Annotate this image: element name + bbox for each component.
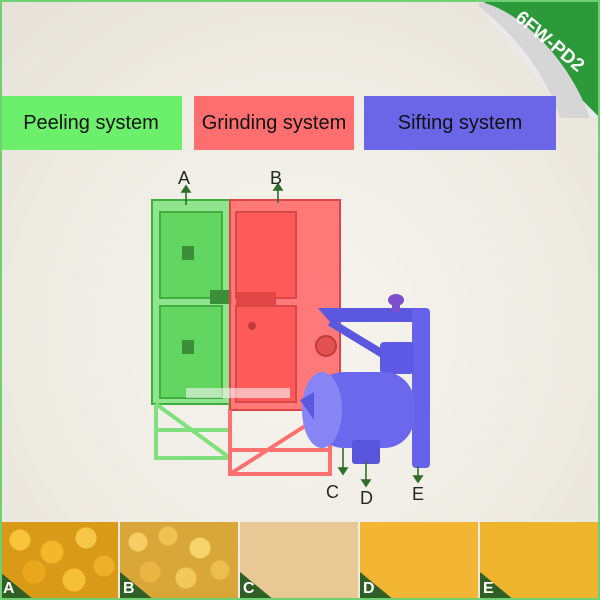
sample-c-corner [240,572,274,600]
peeling-system-label: Peeling system [0,96,182,150]
sample-c-label: C [243,580,255,597]
sample-coarse-grits: E [480,522,600,600]
sample-d-label: D [363,580,375,597]
sample-b-corner [120,572,154,600]
sifting-system-text: Sifting system [397,111,523,134]
peeling-unit [151,199,232,460]
grinding-system-label: Grinding system [194,96,354,150]
sample-e-corner [480,572,514,600]
callout-b: B [270,168,282,188]
sifting-system-label: Sifting system [364,96,556,150]
callout-arrows [180,182,424,488]
peeling-system-text: Peeling system [23,111,159,134]
grinding-system-text: Grinding system [201,111,347,134]
sifting-unit [300,294,430,468]
sample-peeled-kernels: B [120,522,238,600]
callout-e: E [412,484,424,504]
sample-b-label: B [123,580,135,597]
sample-whole-kernels: A [0,522,118,600]
sample-a-label: A [3,580,15,597]
callout-a: A [178,168,190,188]
callout-c: C [326,482,339,502]
sample-corn-flour: C [240,522,358,600]
callout-d: D [360,488,373,508]
grinding-unit [228,199,341,476]
sample-d-corner [360,572,394,600]
model-badge-ribbon: 6FW-PD2 [478,0,600,118]
sample-e-label: E [483,580,494,597]
corn-mill-machine-illustration: A B C D E [151,168,430,508]
sample-a-corner [0,572,34,600]
sample-fine-grits: D [360,522,478,600]
